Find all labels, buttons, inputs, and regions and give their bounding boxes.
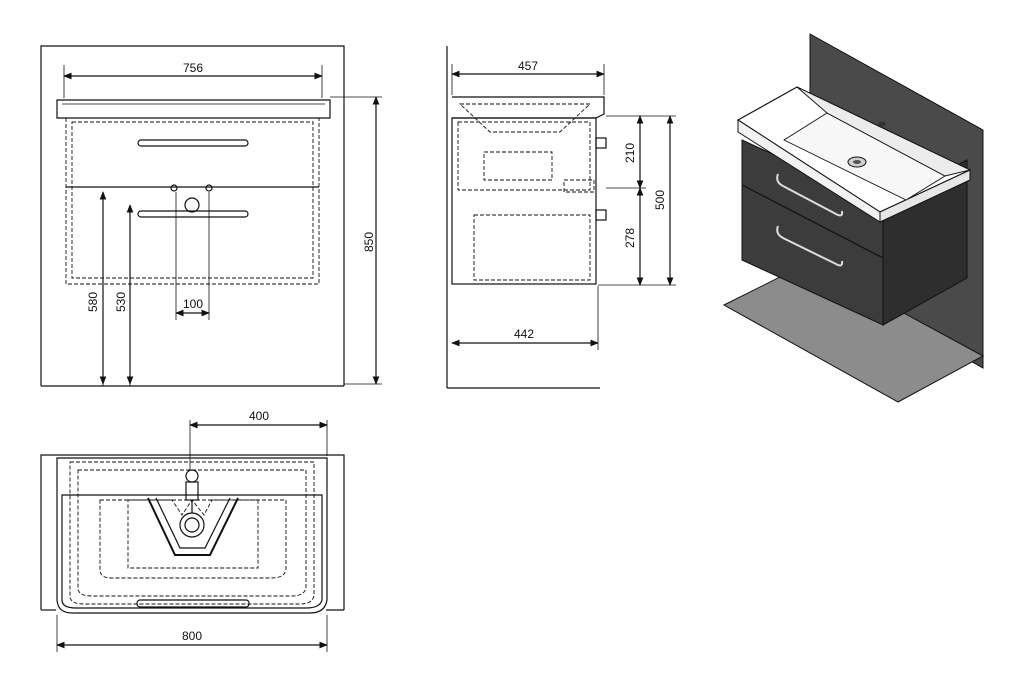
side-handle-lower [595, 209, 607, 221]
drain-inner [184, 517, 200, 533]
cabinet-body [65, 117, 320, 285]
drain-circle [184, 197, 200, 213]
dim-210-label: 210 [623, 143, 637, 163]
lower-handle [137, 210, 249, 218]
side-handle-upper [595, 137, 607, 149]
tap-body [185, 481, 199, 501]
dim-756-label: 756 [183, 61, 203, 75]
top-basin-outline [56, 457, 328, 614]
dim-457-label: 457 [518, 59, 538, 73]
dim-100-label: 100 [183, 297, 203, 311]
dim-400-label: 400 [249, 409, 269, 423]
dim-530-label: 530 [114, 292, 128, 312]
basin-funnel [147, 497, 239, 556]
dim-580-label: 580 [86, 292, 100, 312]
isometric-view [722, 33, 985, 403]
dim-500-label: 500 [653, 190, 667, 210]
wall-outline [40, 45, 345, 386]
drain-outer [179, 512, 205, 538]
dim-278-label: 278 [623, 228, 637, 248]
front-view: 756 850 580 530 100 [40, 45, 382, 387]
top-view: 400 800 [40, 409, 345, 652]
side-cabinet [451, 117, 597, 285]
iso-lower-handle [776, 225, 844, 267]
upper-handle [137, 139, 249, 147]
iso-upper-handle [776, 173, 844, 217]
dim-800-label: 800 [182, 629, 202, 643]
iso-tap-hole [878, 121, 886, 127]
top-handle [136, 599, 250, 608]
countertop [56, 99, 331, 119]
tap-hole [185, 469, 199, 483]
dim-442-label: 442 [514, 327, 534, 341]
side-view: 457 442 210 278 500 [446, 46, 676, 389]
side-countertop [452, 96, 605, 119]
top-wall-outline [40, 454, 345, 610]
dim-850-label: 850 [362, 232, 376, 252]
